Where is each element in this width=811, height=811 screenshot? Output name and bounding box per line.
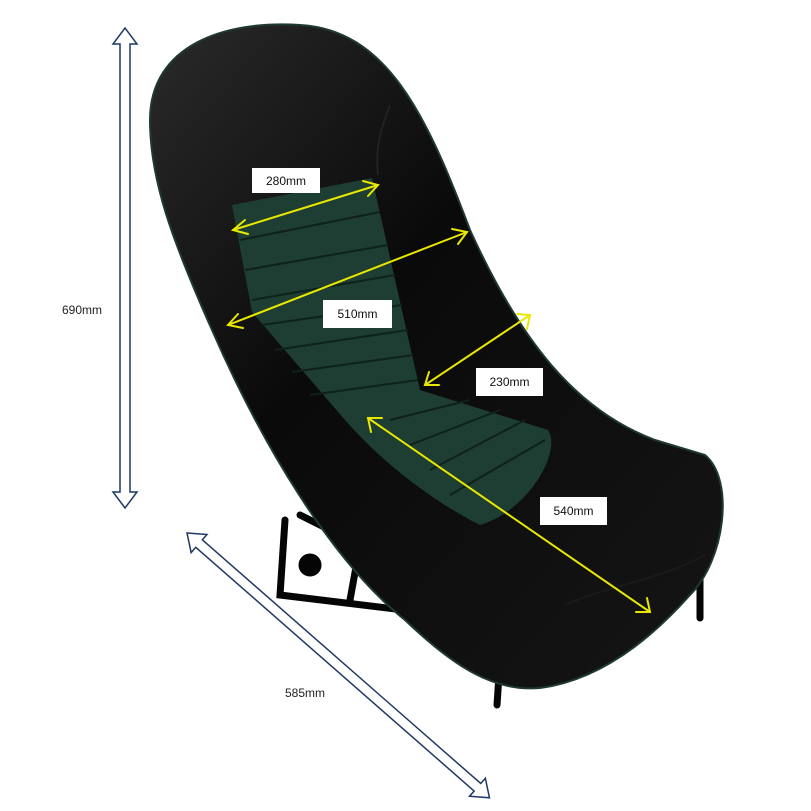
green-panel xyxy=(232,178,552,525)
height-arrow xyxy=(111,26,139,510)
hip-width-label: 230mm xyxy=(476,368,543,396)
height-label: 690mm xyxy=(62,303,103,317)
seat-length-arrow xyxy=(366,417,652,613)
seat-shell xyxy=(148,23,724,690)
back-width-arrow xyxy=(226,228,469,329)
shoulder-width-label: 280mm xyxy=(252,168,320,193)
back-width-label: 510mm xyxy=(323,300,392,328)
hip-width-arrow xyxy=(423,313,532,386)
depth-label: 585mm xyxy=(285,686,326,700)
seat-length-label: 540mm xyxy=(540,497,607,525)
depth-arrow xyxy=(186,532,491,799)
shoulder-width-arrow xyxy=(230,180,380,235)
